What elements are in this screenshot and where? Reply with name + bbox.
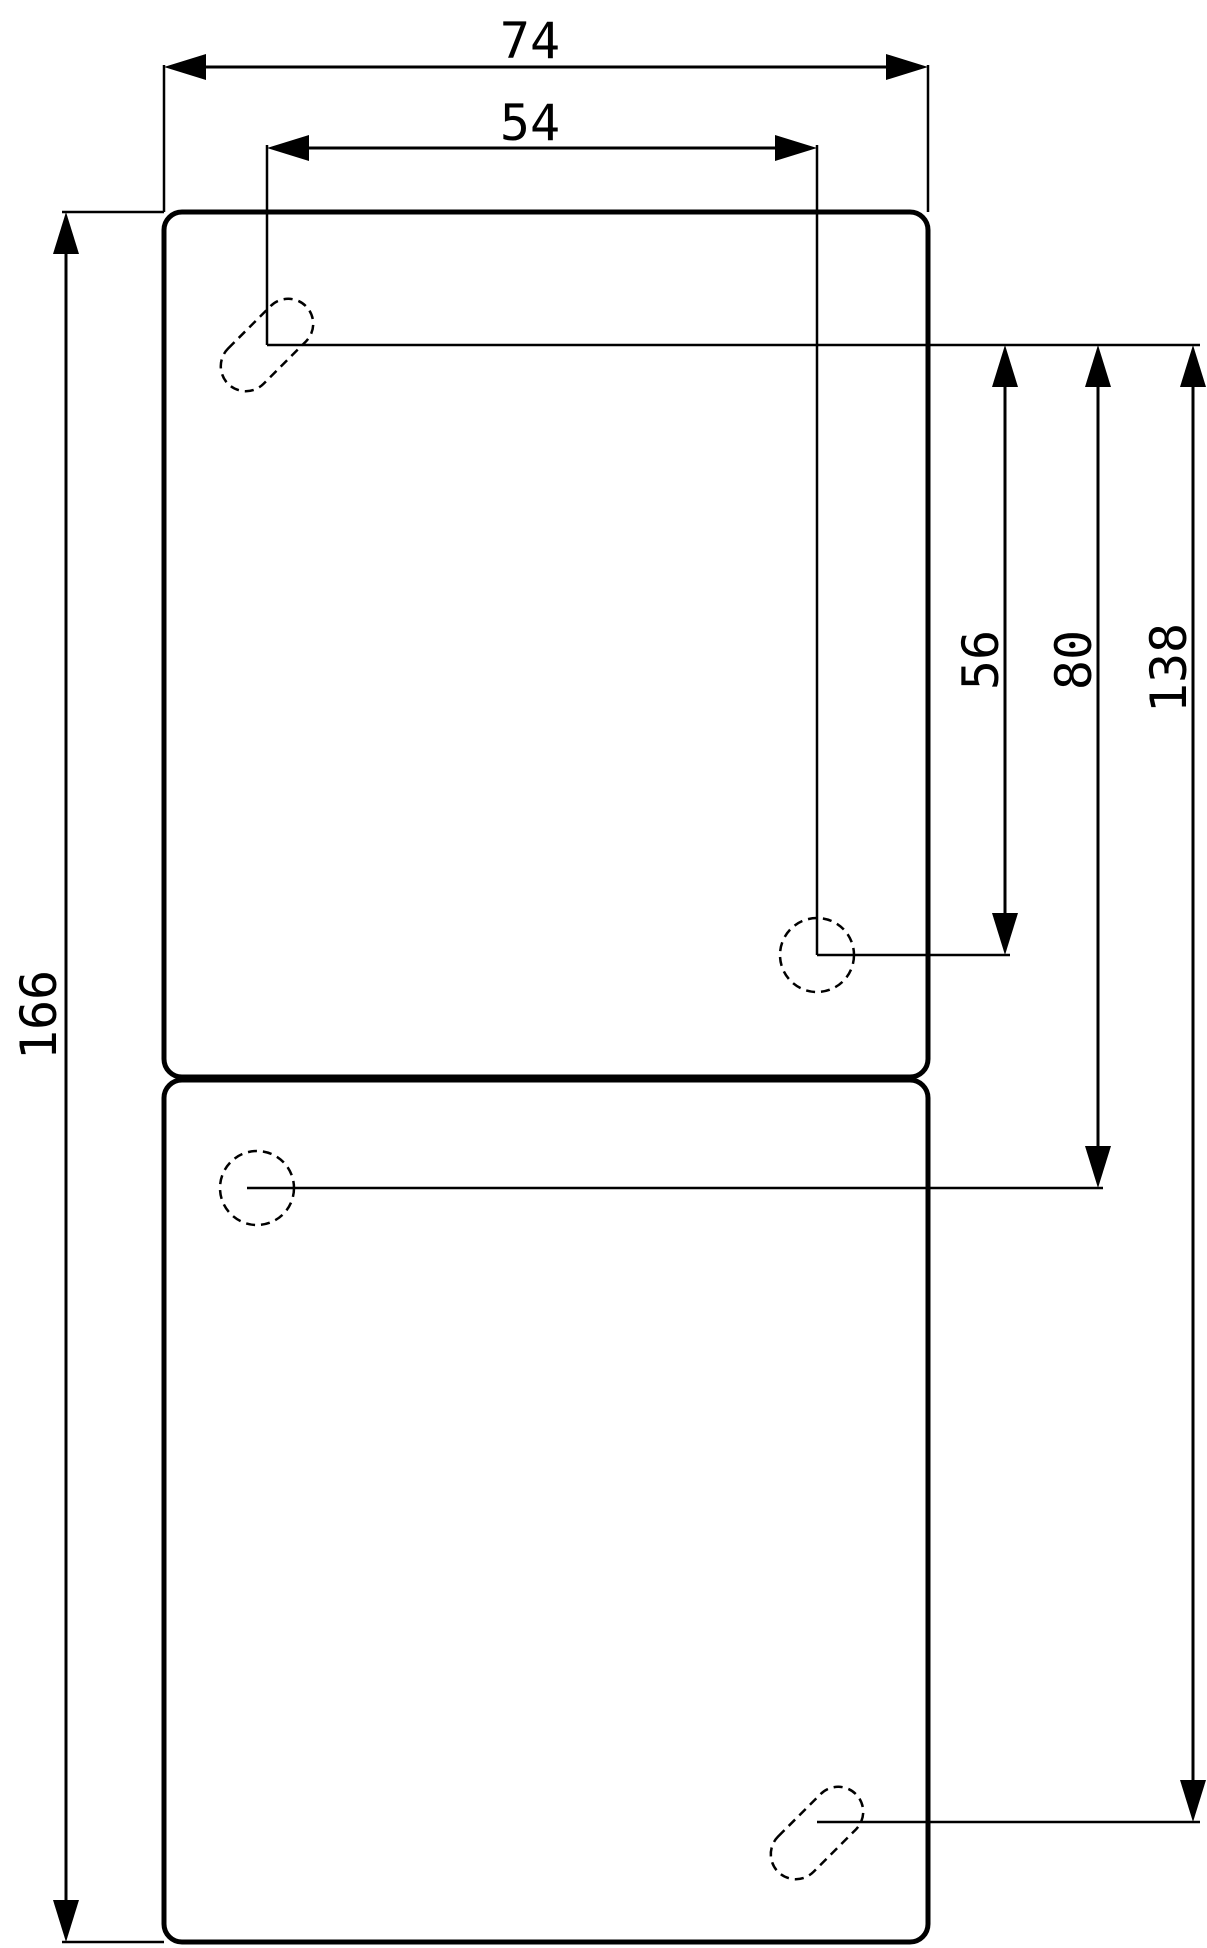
label-vertical-56: 56 (952, 630, 1010, 690)
dimension-vertical-138: 138 (1140, 345, 1206, 1822)
dimension-vertical-80: 80 (1045, 345, 1111, 1188)
label-overall-width: 74 (500, 12, 560, 70)
mounting-holes (218, 297, 865, 1881)
dimension-vertical-56: 56 (952, 345, 1018, 955)
label-overall-height: 166 (10, 970, 68, 1060)
lower-plate (161, 1077, 931, 1945)
slot-hole-top-left (219, 297, 315, 393)
label-vertical-80: 80 (1045, 630, 1103, 690)
dimension-hole-spacing-width: 54 (265, 94, 819, 955)
slot-hole-bottom-right (769, 1785, 865, 1881)
plate-outline (161, 209, 931, 1945)
upper-plate (161, 209, 931, 1080)
dimension-overall-height: 166 (10, 210, 164, 1944)
label-hole-spacing-width: 54 (500, 94, 560, 152)
label-vertical-138: 138 (1140, 623, 1198, 713)
hole-extension-lines (247, 343, 1200, 1824)
dimension-overall-width: 74 (162, 12, 930, 212)
